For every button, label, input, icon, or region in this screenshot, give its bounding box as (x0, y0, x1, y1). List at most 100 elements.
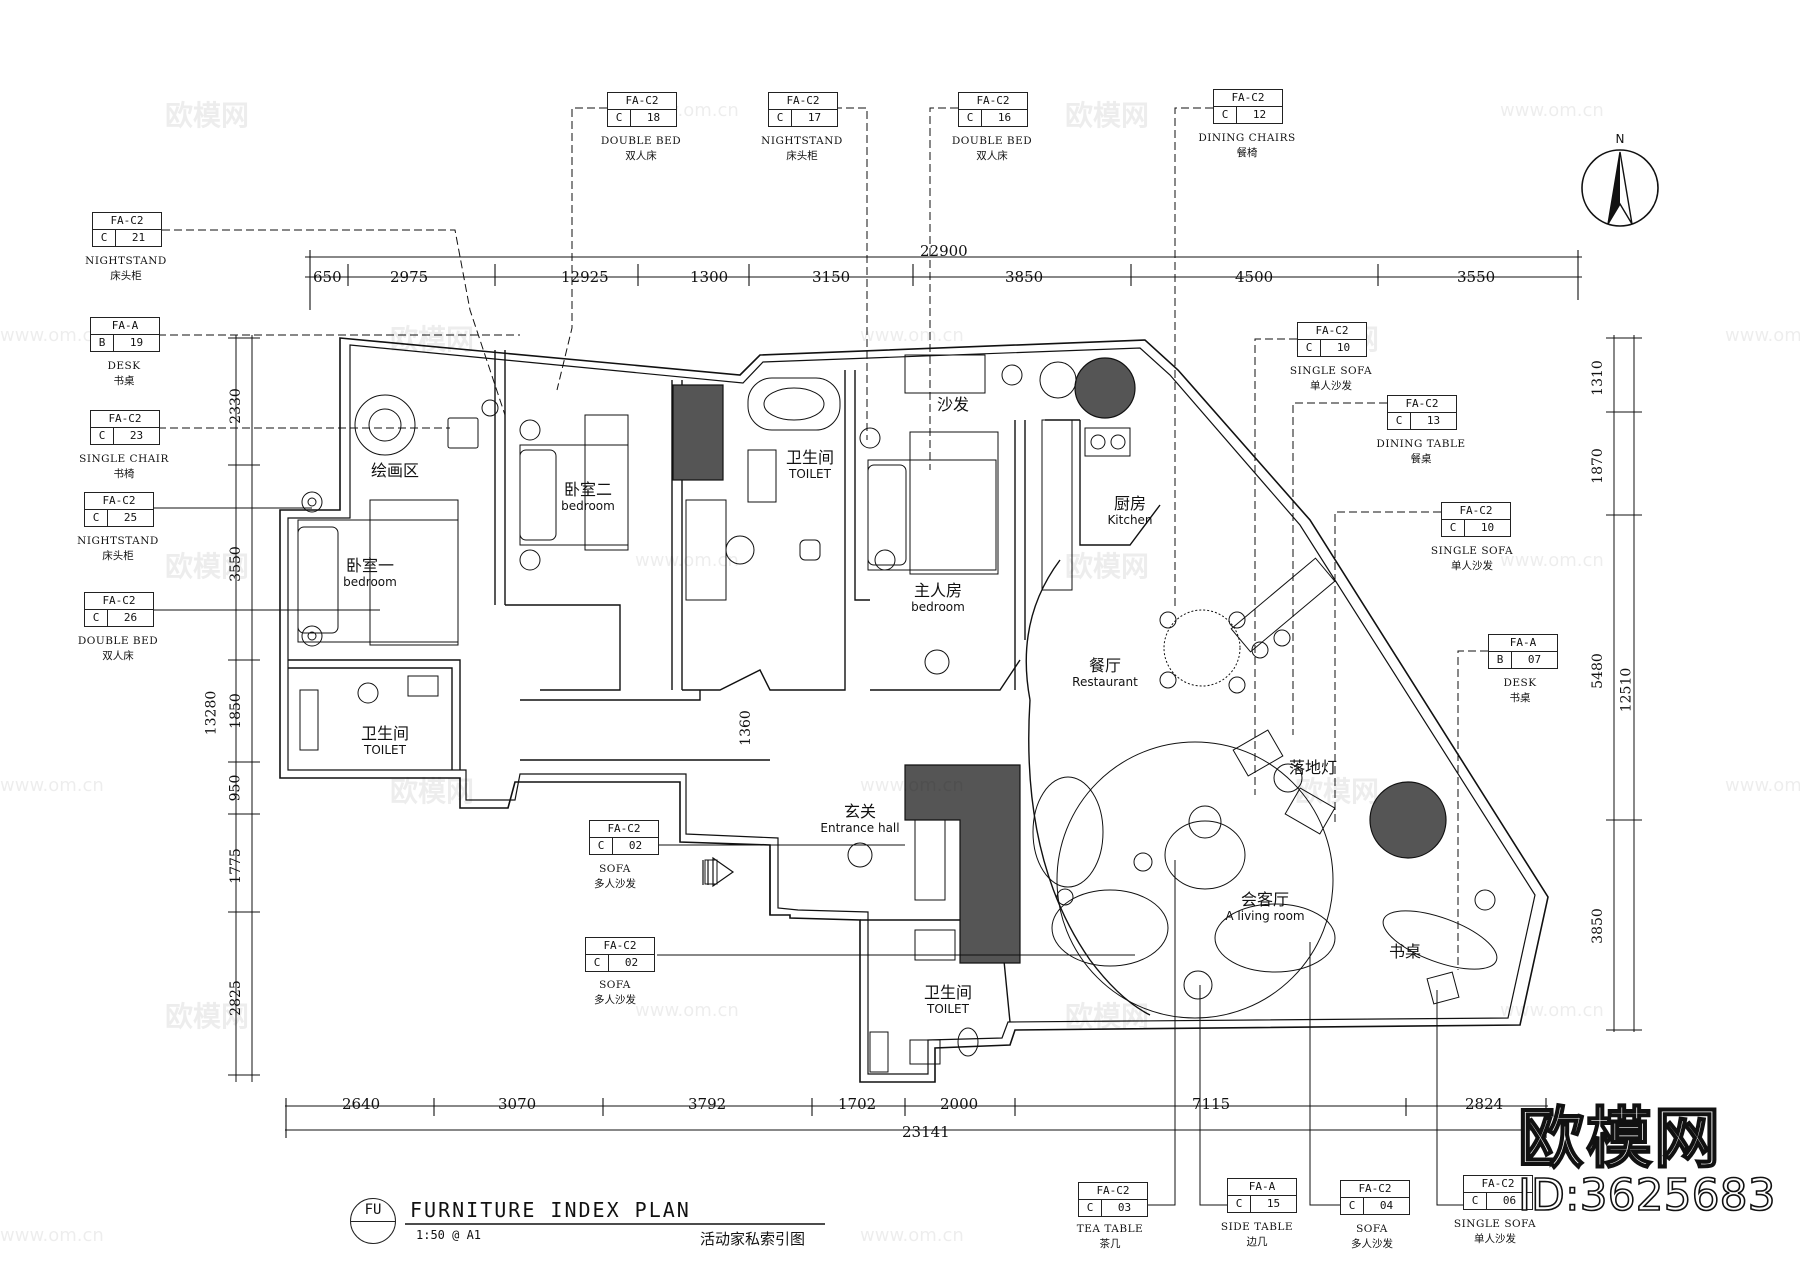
drawing-scale: 1:50 @ A1 (416, 1228, 482, 1242)
watermark-logo: 欧模网 (390, 775, 475, 808)
dim-top: 3550 (1457, 268, 1496, 286)
dim-right: 1310 (1589, 360, 1606, 396)
dim-left: 2825 (227, 980, 244, 1016)
furniture (297, 354, 1498, 1073)
watermark-url: www.om.cn (0, 1225, 104, 1246)
drawing-badge: FU (350, 1198, 396, 1244)
interior-walls (288, 350, 1161, 1023)
dim-bottom: 3070 (498, 1095, 537, 1113)
dim-left-overall: 13280 (203, 690, 220, 736)
watermark-url: www.om.cn (1500, 100, 1604, 121)
document-id: ID:3625683 (1517, 1169, 1776, 1222)
watermark-url: www.om.cn (635, 550, 739, 571)
watermark-url: www.om.cn (1725, 325, 1800, 346)
outer-walls (279, 337, 1549, 1083)
north-arrow: N (1578, 132, 1662, 234)
dim-right: 5480 (1589, 653, 1606, 689)
dim-top-overall: 22900 (920, 242, 968, 260)
watermark-logo: 欧模网 (1295, 775, 1380, 808)
dark-blocks (672, 357, 1447, 964)
dim-left: 1775 (227, 848, 244, 884)
dim-top: 4500 (1235, 268, 1274, 286)
site-brand-logo: 欧模网 (1517, 1099, 1722, 1178)
watermark-url: www.om.cn (860, 775, 964, 796)
dim-inner: 1360 (737, 710, 754, 746)
watermark-logo: 欧模网 (1065, 1000, 1150, 1033)
watermark-url: www.om.cn (0, 325, 104, 346)
room-painting-area: 绘画区 (370, 461, 419, 480)
label-study-desk: 书桌 (1388, 942, 1421, 961)
dim-top: 3150 (812, 268, 851, 286)
dimension-lines (228, 250, 1642, 1138)
dim-top: 2975 (390, 268, 429, 286)
dim-top: 650 (313, 268, 342, 286)
watermark-logo: 欧模网 (1065, 550, 1150, 583)
watermark-url: www.om.cn (860, 325, 964, 346)
dim-bottom: 1702 (838, 1095, 877, 1113)
dim-top: 1300 (690, 268, 729, 286)
dim-bottom: 7115 (1192, 1095, 1231, 1113)
dim-left: 3550 (227, 546, 244, 582)
watermark-logo: 欧模网 (390, 323, 475, 356)
dim-bottom-overall: 23141 (902, 1123, 950, 1141)
dim-right: 1870 (1589, 448, 1606, 484)
watermark-url: www.om.cn (1725, 775, 1800, 796)
dim-bottom: 2824 (1465, 1095, 1504, 1113)
dim-right-overall: 12510 (1618, 667, 1635, 713)
watermark-logo: 欧模网 (165, 99, 250, 132)
dim-bottom: 2640 (342, 1095, 381, 1113)
watermark-url: www.om.cn (0, 775, 104, 796)
leader-lines (158, 107, 1488, 970)
watermark-url: www.om.cn (1500, 1000, 1604, 1021)
dim-left: 950 (227, 774, 244, 802)
watermark-url: www.om.cn (860, 1225, 964, 1246)
dim-bottom: 3792 (688, 1095, 727, 1113)
north-label: N (1615, 132, 1625, 146)
dim-right: 3850 (1589, 908, 1606, 944)
dim-bottom: 2000 (940, 1095, 979, 1113)
label-floor-lamp: 落地灯 (1288, 758, 1337, 777)
watermark-logo: 欧模网 (165, 550, 250, 583)
